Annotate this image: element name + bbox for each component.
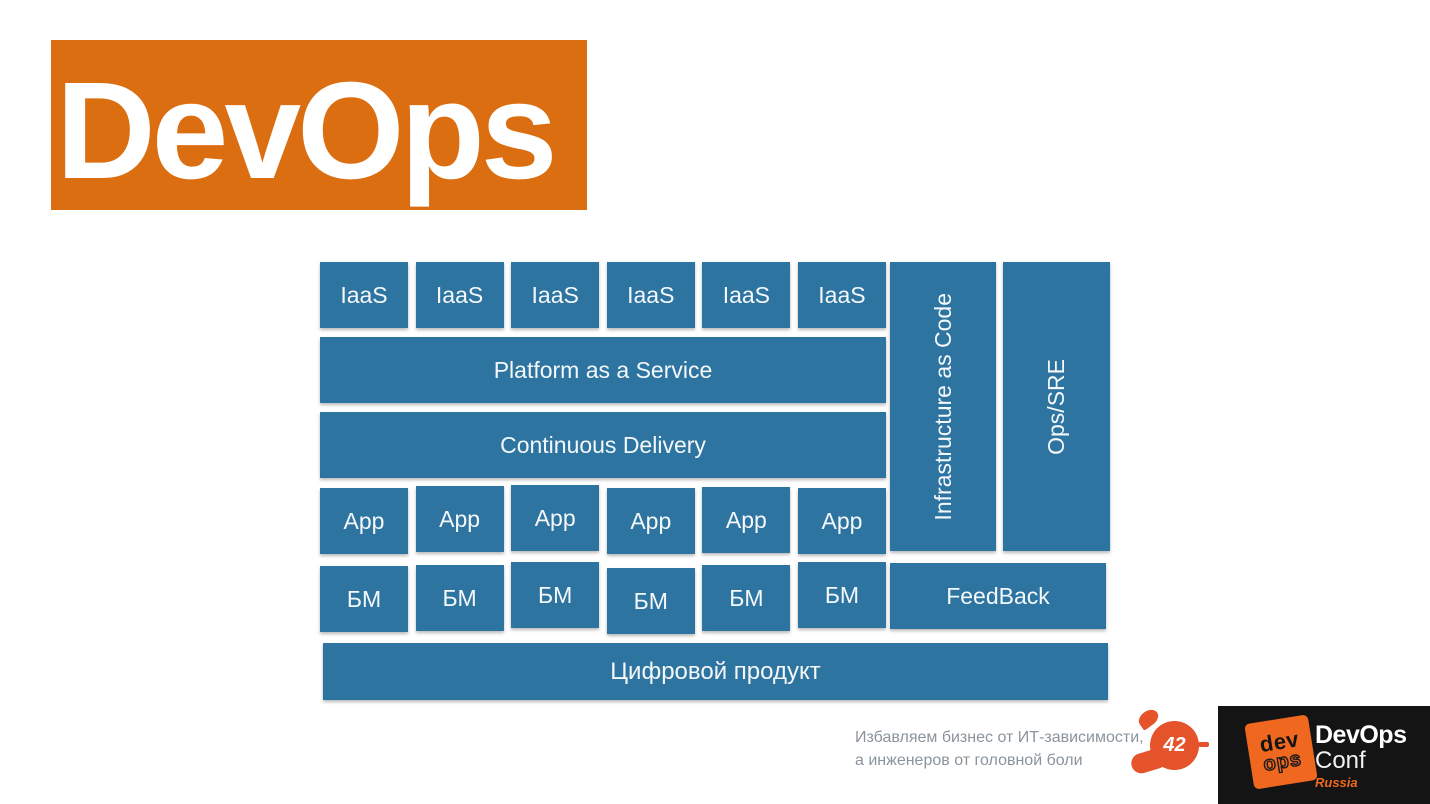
bm-row: БМ БМ БМ БМ БМ БМ — [320, 562, 886, 634]
devopsconf-logo: dev ops DevOps Conf Russia — [1218, 706, 1430, 804]
app-row: App App App App App App — [320, 485, 886, 554]
logo-ops-text: ops — [1261, 747, 1304, 776]
iaas-row: IaaS IaaS IaaS IaaS IaaS IaaS — [320, 262, 886, 328]
app-box: App — [702, 487, 791, 553]
app-box: App — [511, 485, 600, 551]
bm-box: БМ — [702, 565, 791, 631]
logo-wordmark: DevOps Conf Russia — [1315, 721, 1407, 791]
continuous-delivery-bar: Continuous Delivery — [320, 412, 886, 478]
app-box: App — [797, 488, 886, 554]
slogan-line-2: а инженеров от головной боли — [855, 752, 1083, 769]
logo-subtitle: Conf — [1315, 747, 1366, 774]
bm-box: БМ — [606, 568, 695, 634]
app-box: App — [415, 486, 504, 552]
iaas-box: IaaS — [415, 262, 504, 328]
infrastructure-as-code-column: Infrastructure as Code — [890, 262, 996, 551]
badge-42-icon: 42 — [1126, 703, 1214, 783]
app-box: App — [606, 488, 695, 554]
slogan-line-1: Избавляем бизнес от ИТ-зависимости, — [855, 729, 1144, 746]
badge-circle: 42 — [1150, 721, 1199, 770]
feedback-box: FeedBack — [890, 563, 1106, 629]
architecture-diagram: IaaS IaaS IaaS IaaS IaaS IaaS Platform a… — [320, 262, 1110, 700]
iaas-box: IaaS — [797, 262, 886, 328]
ops-sre-label: Ops/SRE — [1043, 358, 1069, 455]
paas-bar: Platform as a Service — [320, 337, 886, 403]
bm-box: БМ — [797, 562, 886, 628]
iaas-box: IaaS — [511, 262, 600, 328]
ops-sre-column: Ops/SRE — [1003, 262, 1110, 551]
bm-box: БМ — [415, 565, 504, 631]
badge-dash-shape — [1198, 742, 1209, 747]
logo-title: DevOps — [1315, 721, 1407, 749]
digital-product-bar: Цифровой продукт — [323, 643, 1108, 700]
badge-number: 42 — [1163, 734, 1186, 756]
bm-box: БМ — [511, 562, 600, 628]
devops-banner: DevOps — [51, 40, 587, 210]
iac-label: Infrastructure as Code — [929, 292, 956, 521]
iaas-box: IaaS — [606, 262, 695, 328]
app-box: App — [320, 488, 408, 554]
logo-country: Russia — [1315, 775, 1358, 790]
devops-square-icon: dev ops — [1244, 714, 1318, 790]
iaas-box: IaaS — [702, 262, 791, 328]
bm-box: БМ — [320, 566, 408, 632]
iaas-box: IaaS — [320, 262, 408, 328]
slogan: Избавляем бизнес от ИТ-зависимости, а ин… — [855, 726, 1144, 772]
banner-title: DevOps — [56, 54, 558, 208]
